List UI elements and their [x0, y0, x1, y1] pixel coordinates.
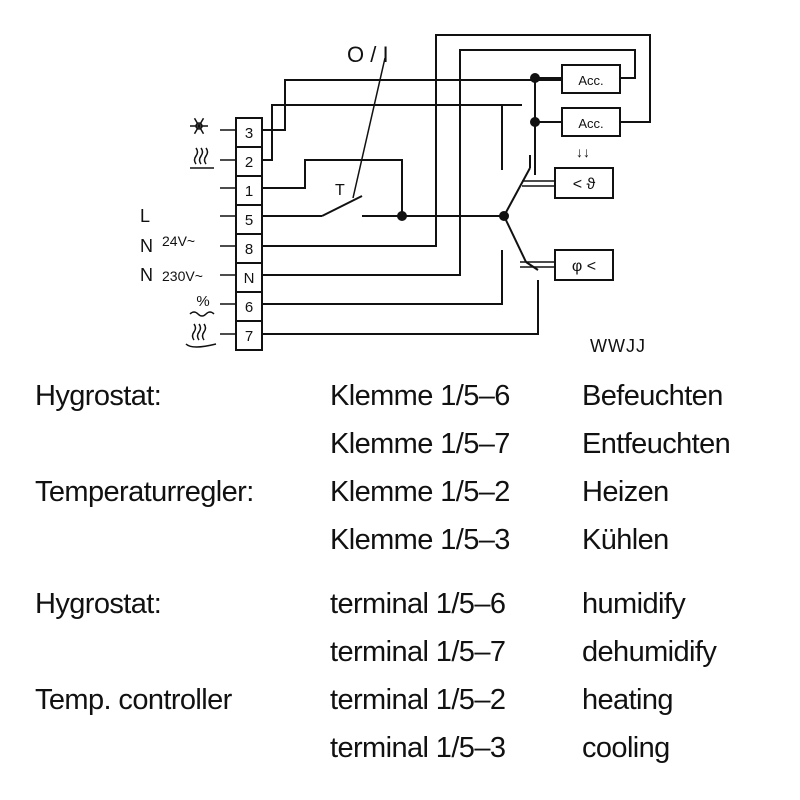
supply-230v-label: 230V~ — [162, 268, 203, 284]
acc-module-1-label: Acc. — [578, 73, 603, 88]
acc-module-2-label: Acc. — [578, 116, 603, 131]
legend-terminal: Klemme 1/5–6 — [330, 380, 510, 412]
terminal-8-label: 8 — [245, 241, 253, 258]
supply-n24-label: N — [140, 236, 153, 256]
down-arrows-label: ↓↓ — [576, 144, 590, 160]
legend-function: Entfeuchten — [582, 428, 731, 460]
legend-row: terminal 1/5–7 dehumidify — [0, 636, 800, 676]
supply-n230-label: N — [140, 265, 153, 285]
legend-terminal: terminal 1/5–7 — [330, 636, 506, 668]
heating-icon — [190, 147, 214, 169]
svg-text:%: % — [196, 293, 209, 310]
temperature-sensor-box: < ϑ — [554, 167, 614, 199]
legend-device: Hygrostat: — [35, 588, 162, 620]
wiring-diagram: 3 2 1 5 8 N 6 7 % — [140, 34, 651, 356]
legend-device: Temp. controller — [35, 684, 232, 716]
terminal-7-label: 7 — [245, 328, 253, 345]
legend-device: Hygrostat: — [35, 380, 162, 412]
legend-row: Klemme 1/5–7 Entfeuchten — [0, 428, 800, 468]
legend-row: Temperaturregler: Klemme 1/5–2 Heizen — [0, 476, 800, 516]
legend-terminal: Klemme 1/5–7 — [330, 428, 510, 460]
terminal-1-label: 1 — [245, 183, 253, 200]
terminal-5-label: 5 — [245, 212, 253, 229]
terminal-2-label: 2 — [245, 154, 253, 171]
terminal-n-label: N — [244, 270, 255, 287]
junctions — [397, 73, 540, 221]
diagram-code: WWJJ — [590, 336, 646, 356]
legend-terminal: Klemme 1/5–2 — [330, 476, 510, 508]
terminal-3-label: 3 — [245, 125, 253, 142]
snowflake-icon — [190, 117, 208, 135]
acc-module-1: Acc. — [561, 64, 621, 94]
humidity-sensor-box: φ < — [554, 249, 614, 281]
terminal-legend: Hygrostat: Klemme 1/5–6 Befeuchten Klemm… — [0, 380, 800, 780]
legend-function: Befeuchten — [582, 380, 723, 412]
terminal-6-label: 6 — [245, 299, 253, 316]
supply-l-label: L — [140, 206, 150, 226]
legend-device: Temperaturregler: — [35, 476, 254, 508]
legend-row: Klemme 1/5–3 Kühlen — [0, 524, 800, 564]
terminal-block: 3 2 1 5 8 N 6 7 — [235, 117, 263, 351]
legend-terminal: terminal 1/5–3 — [330, 732, 506, 764]
legend-row: terminal 1/5–3 cooling — [0, 732, 800, 772]
legend-function: cooling — [582, 732, 670, 764]
switch-label: O / I — [347, 42, 389, 67]
legend-function: Kühlen — [582, 524, 669, 556]
dehumidify-icon — [185, 323, 217, 348]
legend-terminal: terminal 1/5–2 — [330, 684, 506, 716]
legend-function: dehumidify — [582, 636, 717, 668]
acc-module-2: Acc. — [561, 107, 621, 137]
terminal-stubs — [220, 129, 236, 335]
humidity-percent-icon: % — [189, 293, 215, 317]
legend-row: Temp. controller terminal 1/5–2 heating — [0, 684, 800, 724]
mode-letter-label: T — [335, 182, 345, 199]
legend-terminal: Klemme 1/5–3 — [330, 524, 510, 556]
legend-function: humidify — [582, 588, 686, 620]
humidity-sensor-label: φ < — [572, 258, 596, 275]
legend-row: Hygrostat: Klemme 1/5–6 Befeuchten — [0, 380, 800, 420]
temperature-sensor-label: < ϑ — [573, 176, 596, 193]
legend-function: Heizen — [582, 476, 669, 508]
legend-row: Hygrostat: terminal 1/5–6 humidify — [0, 588, 800, 628]
legend-terminal: terminal 1/5–6 — [330, 588, 506, 620]
supply-24v-label: 24V~ — [162, 233, 195, 249]
legend-function: heating — [582, 684, 674, 716]
